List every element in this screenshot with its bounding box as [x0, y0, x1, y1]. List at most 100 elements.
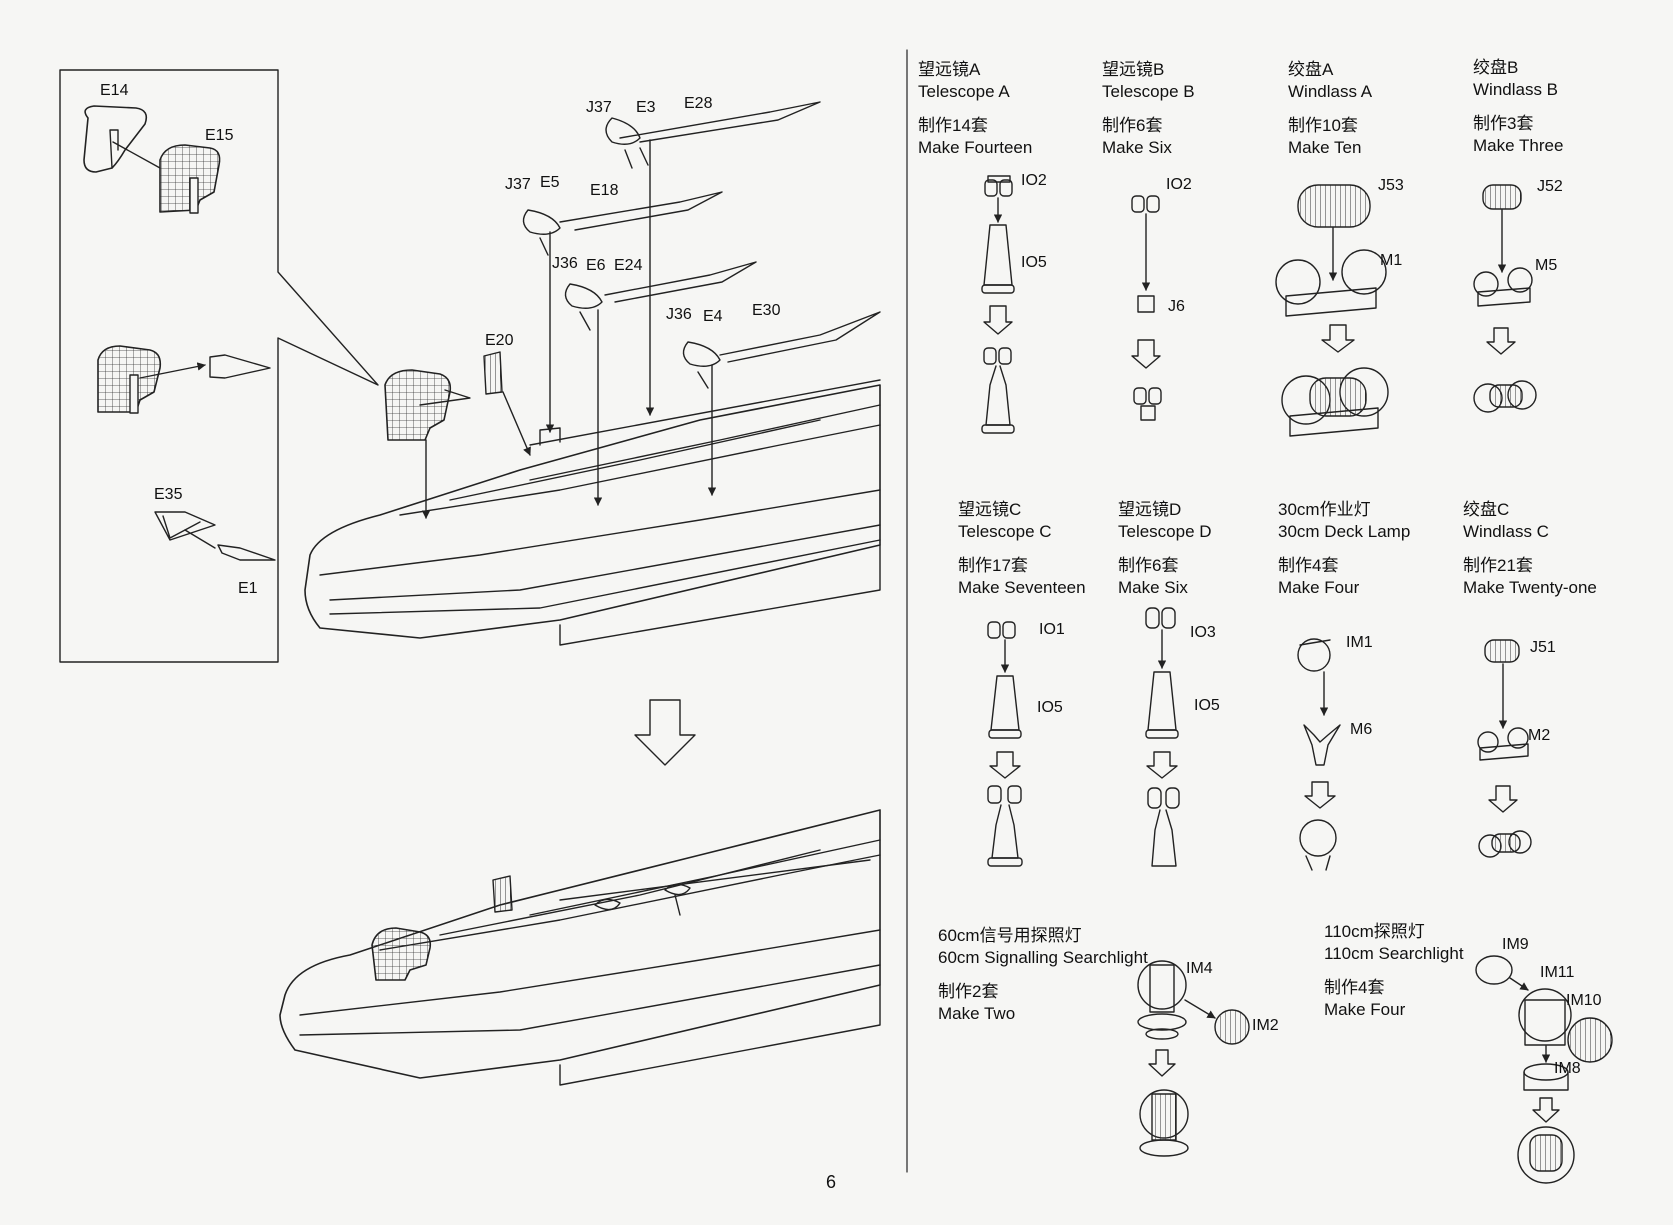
quantity-zh: 制作10套: [1288, 116, 1358, 135]
signal-searchlight-drawing: [1137, 960, 1250, 1157]
label-m2: M2: [1528, 727, 1551, 744]
label-j37-a: J37: [586, 99, 612, 116]
quantity-zh: 制作2套: [938, 982, 999, 1001]
deck-lamp-drawing: [1297, 638, 1341, 871]
label-j36-b: J36: [666, 306, 692, 323]
label-e15: E15: [205, 127, 234, 144]
caption-windlass-c: 绞盘C Windlass C 制作21套 Make Twenty-one: [1463, 500, 1597, 600]
telescope-d-drawing: [1145, 607, 1180, 867]
searchlight-110-drawing: [1475, 955, 1613, 1184]
part-e14: [83, 105, 148, 173]
down-arrow: [634, 699, 696, 766]
title-zh: 望远镜C: [958, 500, 1022, 519]
telescope-c-drawing: [987, 621, 1023, 867]
label-j53: J53: [1378, 177, 1404, 194]
title-en: Telescope D: [1118, 522, 1212, 541]
caption-telescope-c: 望远镜C Telescope C 制作17套 Make Seventeen: [958, 500, 1086, 600]
quantity-en: Make Four: [1278, 578, 1360, 597]
caption-searchlight-110: 110cm探照灯 110cm Searchlight 制作4套 Make Fou…: [1324, 922, 1464, 1022]
telescope-a-drawing: [981, 175, 1015, 434]
title-en: 30cm Deck Lamp: [1278, 522, 1411, 541]
label-j6: J6: [1168, 298, 1185, 315]
quantity-zh: 制作6套: [1118, 556, 1179, 575]
paravane-group: [522, 101, 881, 506]
caption-telescope-a: 望远镜A Telescope A 制作14套 Make Fourteen: [918, 60, 1032, 160]
windlass-b-drawing: [1473, 184, 1537, 413]
caption-windlass-a: 绞盘A Windlass A 制作10套 Make Ten: [1288, 60, 1372, 160]
quantity-zh: 制作17套: [958, 556, 1028, 575]
label-im1: IM1: [1346, 634, 1373, 651]
quantity-en: Make Twenty-one: [1463, 578, 1597, 597]
label-io2: IO2: [1021, 172, 1047, 189]
quantity-en: Make Six: [1102, 138, 1172, 157]
telescope-b-drawing: [1131, 195, 1162, 421]
label-im4: IM4: [1186, 960, 1213, 977]
page-number: 6: [826, 1172, 837, 1192]
label-m1: M1: [1380, 252, 1403, 269]
label-e30: E30: [752, 302, 781, 319]
label-e6: E6: [586, 257, 606, 274]
title-zh: 望远镜D: [1118, 500, 1182, 519]
label-e28: E28: [684, 95, 713, 112]
label-j37-b: J37: [505, 176, 531, 193]
label-e18: E18: [590, 182, 619, 199]
label-e3: E3: [636, 99, 656, 116]
windlass-c-drawing: [1477, 639, 1532, 858]
caption-deck-lamp: 30cm作业灯 30cm Deck Lamp 制作4套 Make Four: [1278, 500, 1410, 600]
windlass-a-drawing: [1275, 184, 1389, 437]
title-zh: 绞盘B: [1473, 58, 1519, 77]
title-zh: 30cm作业灯: [1278, 500, 1371, 519]
title-en: Telescope A: [918, 82, 1010, 101]
label-e5: E5: [540, 174, 560, 191]
caption-windlass-b: 绞盘B Windlass B 制作3套 Make Three: [1473, 58, 1563, 158]
quantity-en: Make Ten: [1288, 138, 1362, 157]
label-j36-a: J36: [552, 255, 578, 272]
title-zh: 望远镜B: [1102, 60, 1165, 79]
quantity-en: Make Two: [938, 1004, 1016, 1023]
title-en: 60cm Signalling Searchlight: [938, 948, 1148, 967]
caption-telescope-d: 望远镜D Telescope D 制作6套 Make Six: [1118, 500, 1212, 600]
quantity-en: Make Seventeen: [958, 578, 1086, 597]
caption-signal-searchlight: 60cm信号用探照灯 60cm Signalling Searchlight 制…: [938, 926, 1148, 1026]
label-io1: IO1: [1039, 621, 1065, 638]
label-im2: IM2: [1252, 1017, 1279, 1034]
label-io5: IO5: [1037, 699, 1063, 716]
quantity-en: Make Four: [1324, 1000, 1406, 1019]
quantity-zh: 制作3套: [1473, 114, 1534, 133]
quantity-zh: 制作4套: [1278, 556, 1339, 575]
label-io5: IO5: [1021, 254, 1047, 271]
title-en: Windlass C: [1463, 522, 1549, 541]
quantity-en: Make Fourteen: [918, 138, 1033, 157]
label-im9: IM9: [1502, 936, 1529, 953]
quantity-zh: 制作21套: [1463, 556, 1533, 575]
label-im10: IM10: [1566, 992, 1602, 1009]
label-e24: E24: [614, 257, 643, 274]
title-zh: 望远镜A: [918, 60, 981, 79]
label-io3: IO3: [1190, 624, 1216, 641]
label-j52: J52: [1537, 178, 1563, 195]
title-en: Windlass A: [1288, 82, 1373, 101]
title-zh: 绞盘A: [1288, 60, 1334, 79]
part-shield-mid: [97, 345, 162, 413]
label-im8: IM8: [1554, 1060, 1581, 1077]
part-e35: [154, 511, 216, 541]
quantity-zh: 制作14套: [918, 116, 988, 135]
quantity-zh: 制作4套: [1324, 978, 1385, 997]
quantity-en: Make Six: [1118, 578, 1188, 597]
part-e20: [483, 351, 503, 395]
title-en: Windlass B: [1473, 80, 1559, 99]
detail-box: [59, 69, 379, 663]
hull-lower: [279, 809, 881, 1086]
label-j51: J51: [1530, 639, 1556, 656]
label-e14: E14: [100, 82, 129, 99]
label-m6: M6: [1350, 721, 1373, 738]
quantity-zh: 制作6套: [1102, 116, 1163, 135]
label-e20: E20: [485, 332, 514, 349]
quantity-en: Make Three: [1473, 136, 1564, 155]
label-e4: E4: [703, 308, 723, 325]
caption-telescope-b: 望远镜B Telescope B 制作6套 Make Six: [1102, 60, 1195, 160]
title-zh: 绞盘C: [1463, 500, 1510, 519]
label-e35: E35: [154, 486, 183, 503]
